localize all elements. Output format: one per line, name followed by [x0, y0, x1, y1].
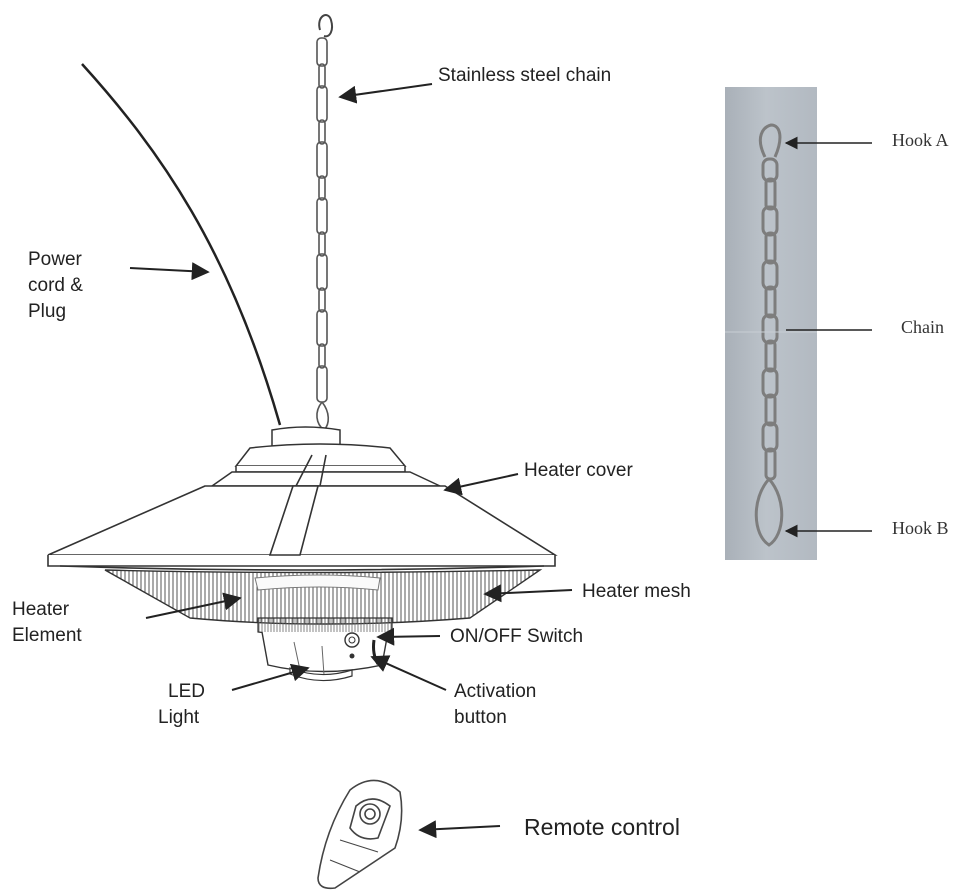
label-stainless-steel-chain: Stainless steel chain — [438, 65, 612, 86]
remote-control-drawing — [317, 779, 403, 890]
label-activation-button-line2: button — [454, 707, 507, 728]
label-chain: Chain — [901, 317, 944, 337]
label-hook-b: Hook B — [892, 518, 949, 538]
power-cord — [81, 63, 282, 426]
label-heater-element-line2: Element — [12, 625, 82, 646]
chain-photo-drawing — [725, 123, 817, 547]
label-led-light-line2: Light — [158, 707, 200, 728]
label-heater-element-line1: Heater — [12, 599, 70, 620]
label-hook-a: Hook A — [892, 130, 949, 150]
heater-cover — [47, 454, 558, 571]
pointer-arrows — [129, 83, 573, 839]
chain-links — [316, 37, 330, 432]
label-on-off-switch: ON/OFF Switch — [450, 626, 584, 647]
heater-mesh — [104, 569, 543, 625]
label-power-cord-line3: Plug — [28, 301, 67, 322]
label-heater-mesh: Heater mesh — [582, 581, 691, 602]
label-led-light-line1: LED — [168, 681, 205, 702]
chain-hook — [318, 14, 334, 38]
label-power-cord-line2: cord & — [28, 275, 83, 296]
label-remote-control: Remote control — [524, 814, 680, 840]
chain-photo — [725, 87, 817, 560]
label-heater-cover: Heater cover — [524, 460, 633, 481]
label-activation-button-line1: Activation — [454, 681, 537, 702]
label-power-cord-line1: Power — [28, 249, 82, 270]
